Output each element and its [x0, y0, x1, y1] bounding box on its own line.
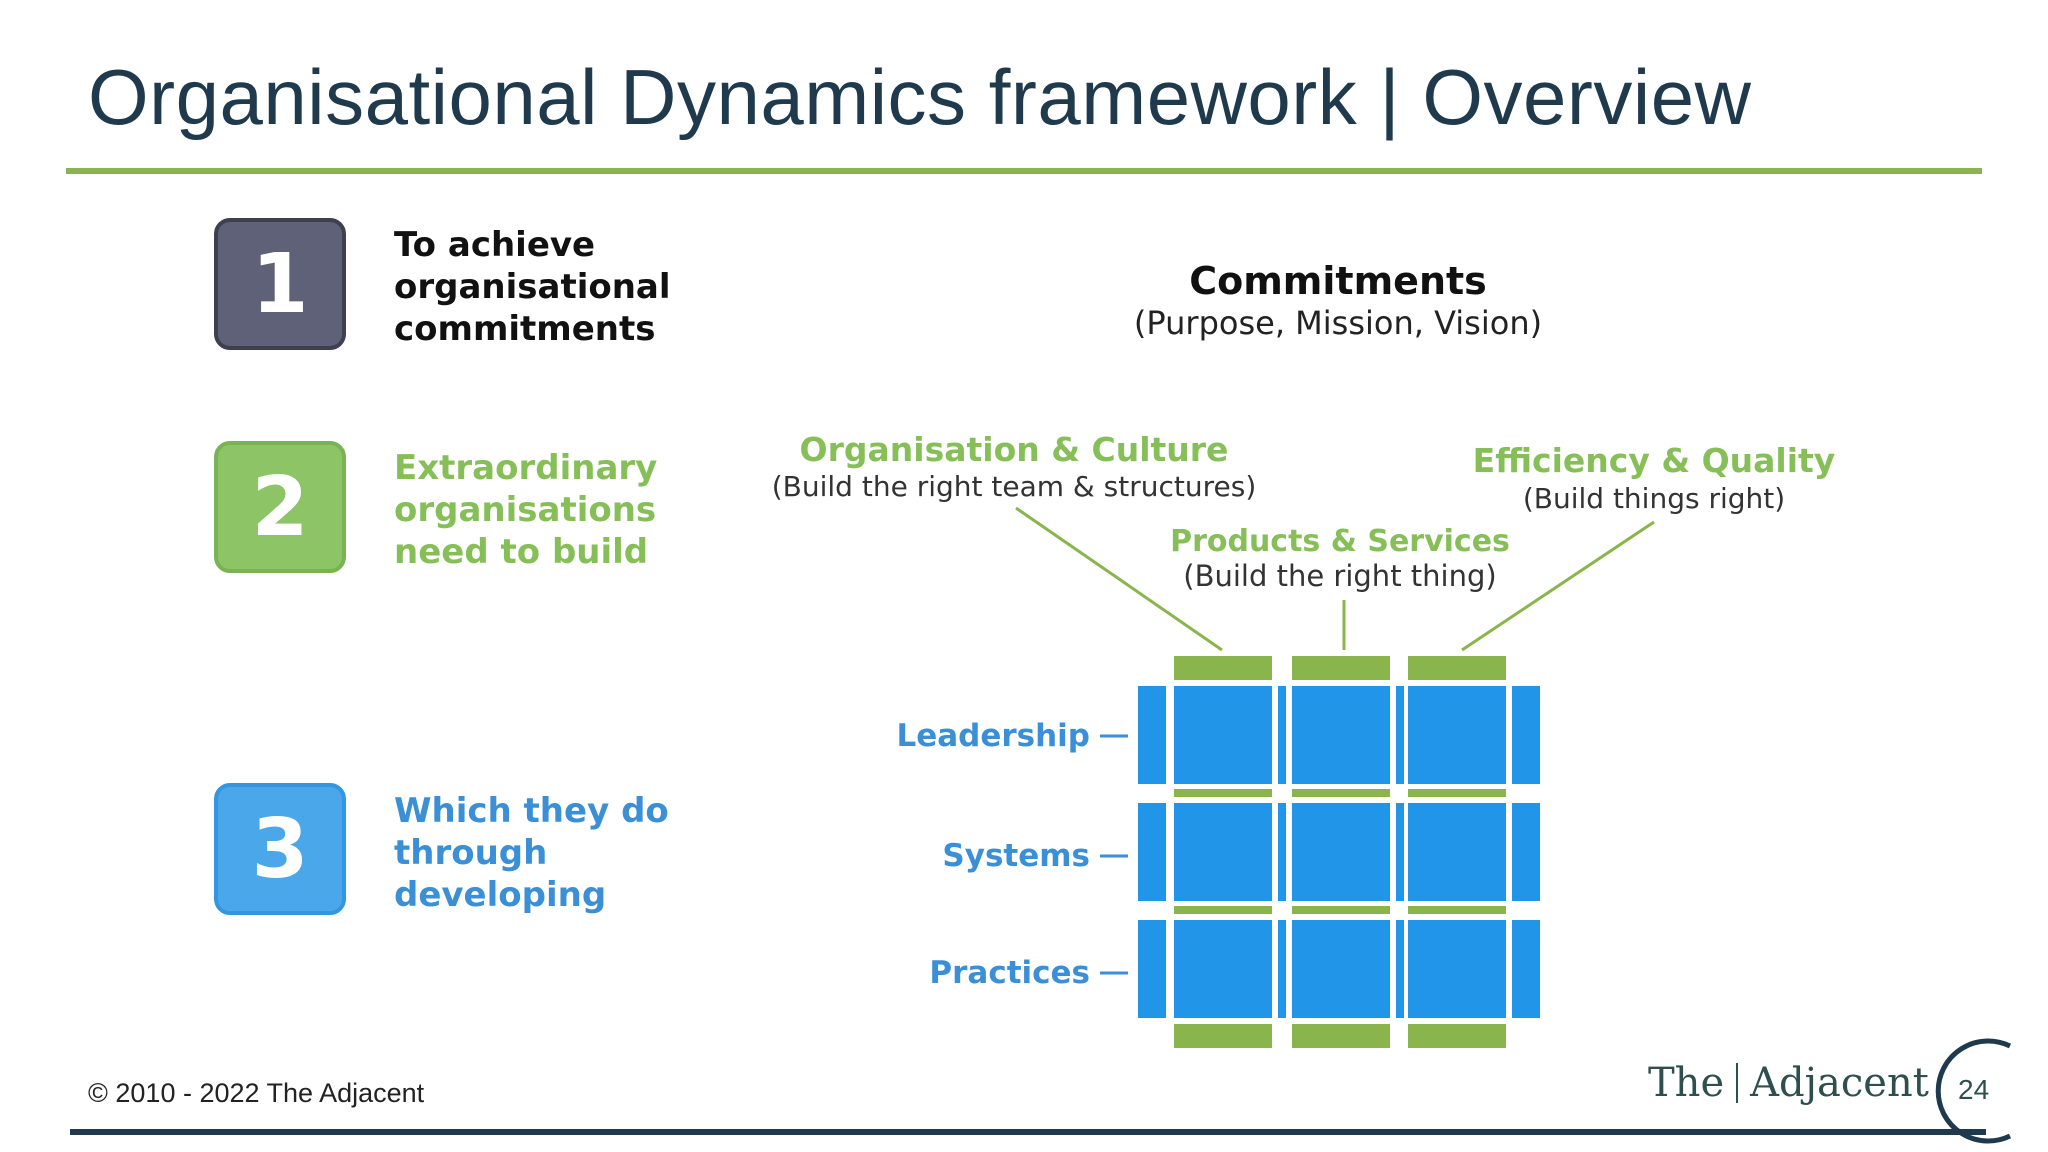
- step-2-badge: 2: [214, 441, 346, 573]
- step-3-number: 3: [251, 801, 309, 897]
- page-number: 24: [1958, 1074, 1990, 1105]
- grid-row3-sep2: [1396, 920, 1404, 1018]
- column-bars: [1174, 656, 1506, 1048]
- step-2-text: Extraordinary organisations need to buil…: [394, 448, 658, 572]
- grid-row1-sep1: [1278, 686, 1286, 784]
- row-label-systems: Systems: [942, 838, 1090, 874]
- grid-row1-cell1: [1174, 686, 1272, 784]
- grid-row3-cell3: [1408, 920, 1506, 1018]
- footer-copyright: © 2010 - 2022 The Adjacent: [88, 1078, 425, 1108]
- green-bar-col2-gap2: [1292, 906, 1390, 914]
- blue-grid: [1138, 686, 1540, 1018]
- connector-efficiency-quality: [1461, 520, 1655, 652]
- grid-row3-edge-right: [1512, 920, 1540, 1018]
- column-efficiency-quality-subtitle: (Build things right): [1523, 482, 1785, 515]
- grid-row1-cell3: [1408, 686, 1506, 784]
- step-1-number: 1: [251, 236, 309, 332]
- grid-row1-edge-left: [1138, 686, 1166, 784]
- green-bar-col1-gap1: [1174, 789, 1272, 797]
- step-3-badge: 3: [214, 783, 346, 915]
- grid-row2-cell3: [1408, 803, 1506, 901]
- slide-title: Organisational Dynamics framework | Over…: [88, 53, 1752, 141]
- commitments-subtitle: (Purpose, Mission, Vision): [1134, 304, 1542, 342]
- column-organisation-culture-subtitle: (Build the right team & structures): [772, 470, 1257, 503]
- grid-row2-cell2: [1292, 803, 1390, 901]
- step-2-number: 2: [251, 459, 309, 555]
- green-bar-col3-gap1: [1408, 789, 1506, 797]
- step-1-badge: 1: [214, 218, 346, 350]
- grid-row3-edge-left: [1138, 920, 1166, 1018]
- step-1-text: To achieve organisational commitments: [394, 225, 671, 349]
- grid-row1-sep2: [1396, 686, 1404, 784]
- green-bar-col2-gap1: [1292, 789, 1390, 797]
- green-bar-col2-top: [1292, 656, 1390, 680]
- column-products-services-subtitle: (Build the right thing): [1183, 559, 1496, 593]
- grid-row2-cell1: [1174, 803, 1272, 901]
- green-bar-col1-top: [1174, 656, 1272, 680]
- grid-row3-cell1: [1174, 920, 1272, 1018]
- column-products-services-title: Products & Services: [1170, 524, 1510, 559]
- grid-row1-cell2: [1292, 686, 1390, 784]
- brand-logo: The Adjacent: [1648, 1060, 1929, 1106]
- brand-logo-adjacent: Adjacent: [1750, 1060, 1929, 1106]
- grid-row1-edge-right: [1512, 686, 1540, 784]
- row-label-leadership: Leadership: [896, 718, 1090, 754]
- column-organisation-culture-title: Organisation & Culture: [800, 430, 1229, 469]
- green-bar-col2-bottom: [1292, 1024, 1390, 1048]
- column-efficiency-quality-title: Efficiency & Quality: [1473, 441, 1836, 480]
- grid-row2-edge-left: [1138, 803, 1166, 901]
- title-underline: [66, 168, 1982, 174]
- green-bar-col3-gap2: [1408, 906, 1506, 914]
- grid-row2-sep1: [1278, 803, 1286, 901]
- green-bar-col3-top: [1408, 656, 1506, 680]
- green-bar-col1-bottom: [1174, 1024, 1272, 1048]
- grid-row2-sep2: [1396, 803, 1404, 901]
- connector-organisation-culture: [1015, 506, 1223, 652]
- green-bar-col3-bottom: [1408, 1024, 1506, 1048]
- grid-row3-cell2: [1292, 920, 1390, 1018]
- brand-logo-separator: [1736, 1063, 1739, 1103]
- row-label-practices: Practices: [929, 955, 1090, 991]
- grid-row3-sep1: [1278, 920, 1286, 1018]
- brand-logo-the: The: [1648, 1060, 1725, 1106]
- step-3-text: Which they do through developing: [394, 791, 669, 915]
- commitments-title: Commitments: [1189, 259, 1487, 303]
- footer-underline: [70, 1129, 1986, 1135]
- grid-row2-edge-right: [1512, 803, 1540, 901]
- green-bar-col1-gap2: [1174, 906, 1272, 914]
